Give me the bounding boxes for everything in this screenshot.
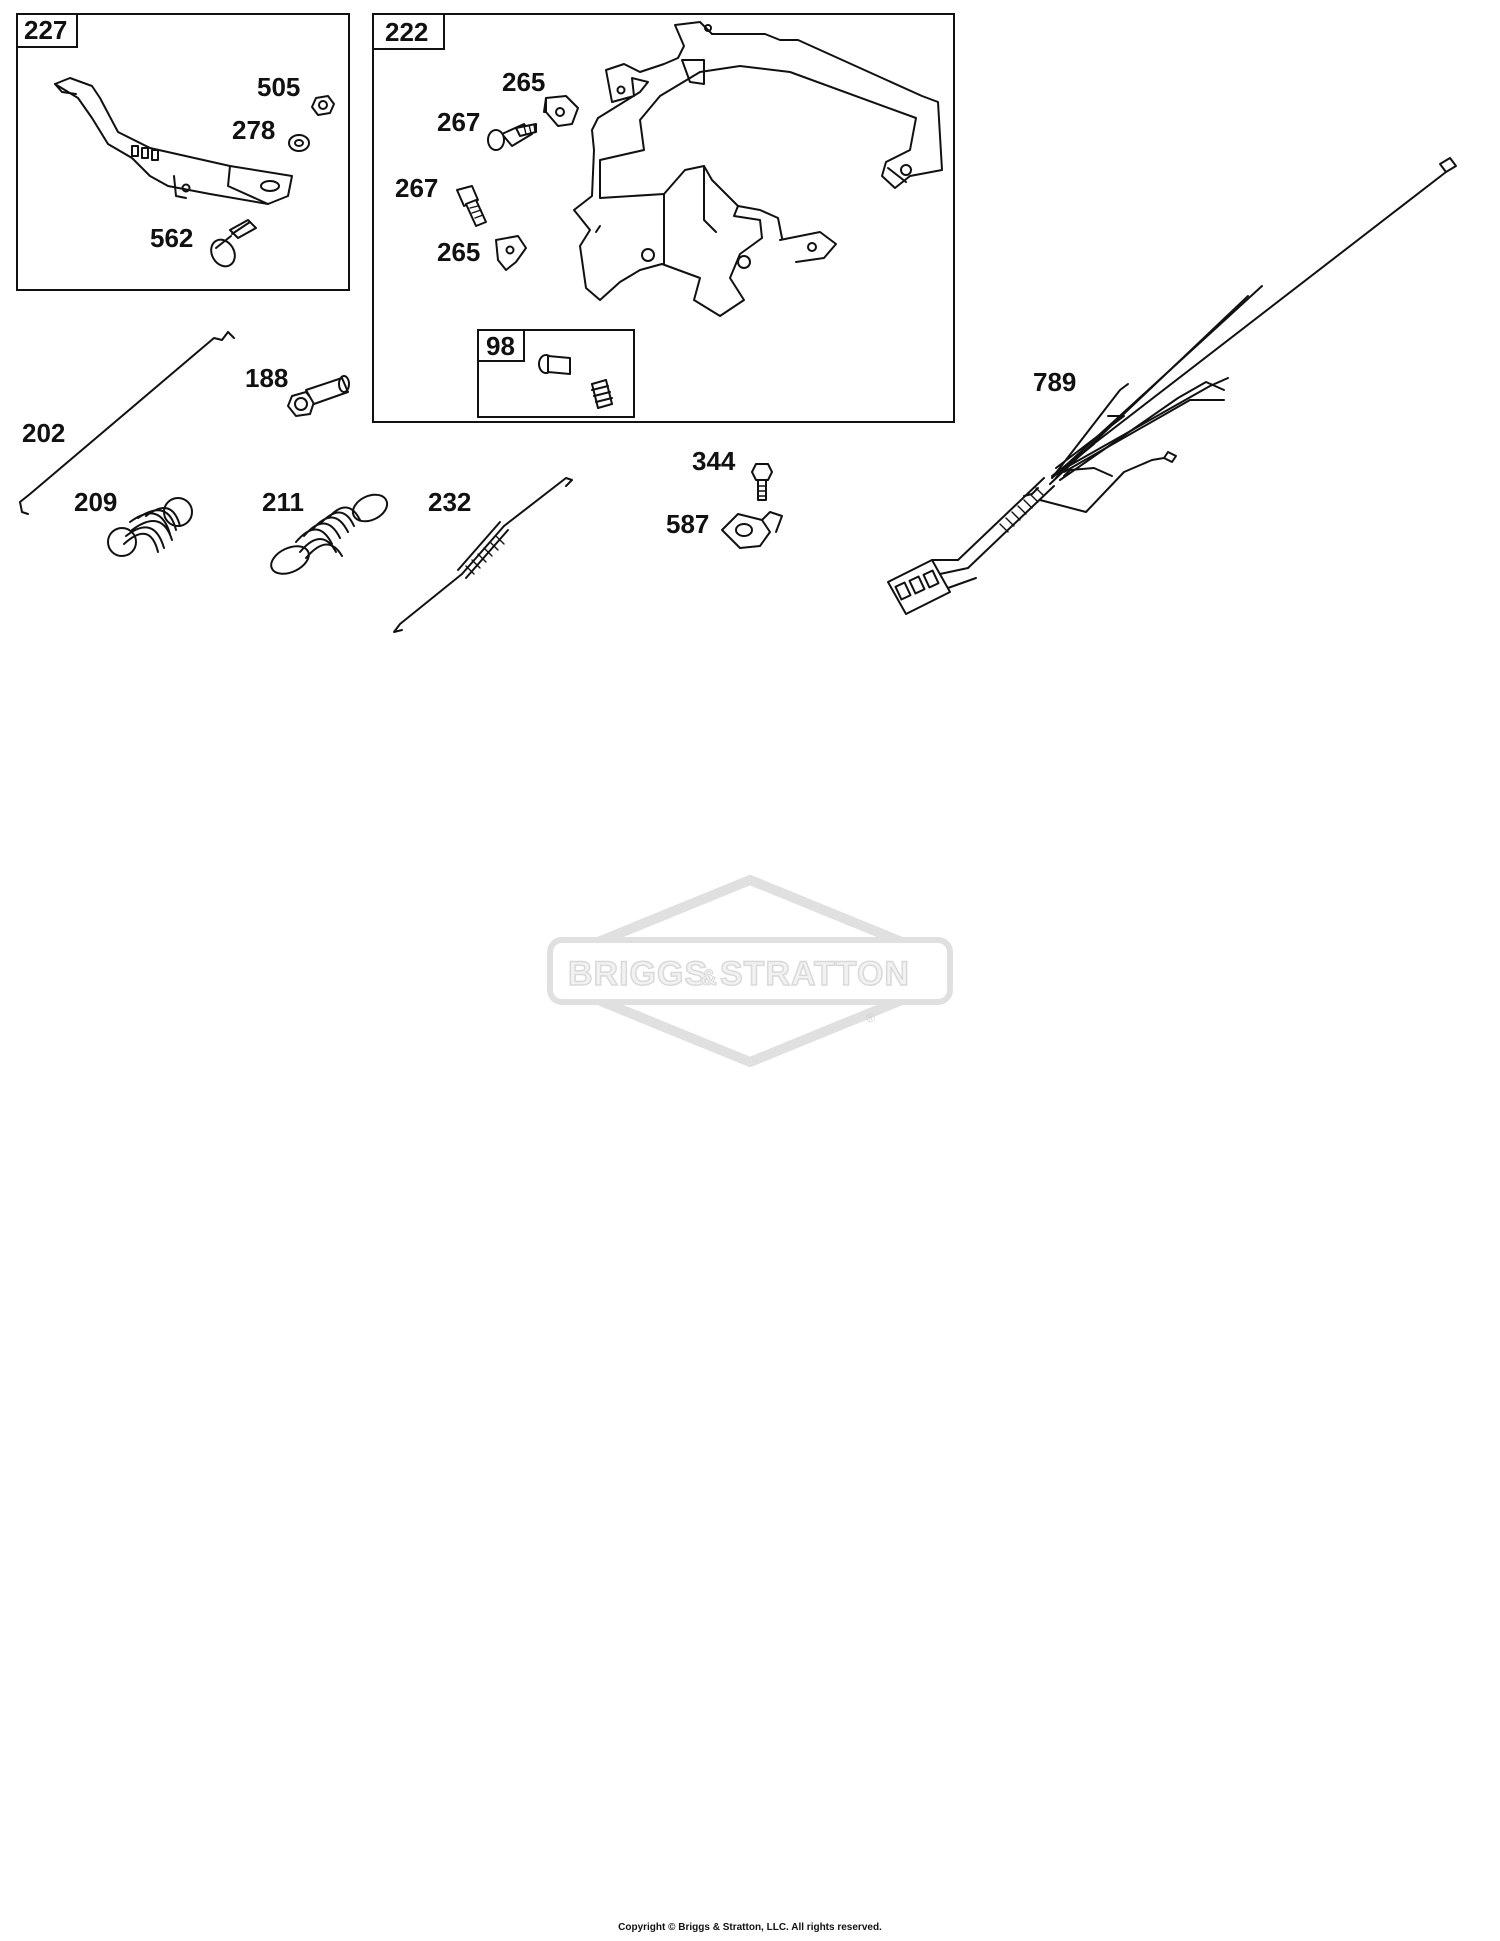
spring-part-209	[107, 497, 193, 557]
callout-344: 344	[692, 446, 736, 476]
washer-part	[288, 134, 310, 152]
clip-part-lower	[495, 235, 527, 271]
box-98-label: 98	[486, 331, 515, 361]
group-222: 222	[372, 13, 955, 423]
watermark-brand-left: BRIGGS	[568, 955, 708, 993]
brand-watermark: BRIGGS & STRATTON ®	[547, 874, 953, 1068]
watermark-brand-right: STRATTON	[720, 955, 910, 993]
callout-209: 209	[74, 487, 117, 517]
callout-232: 232	[428, 487, 471, 517]
watermark-bar	[547, 937, 953, 1005]
callout-562: 562	[150, 223, 193, 253]
box-227-tag	[16, 13, 78, 48]
cable-clamp-part	[721, 511, 783, 549]
callout-265-lower: 265	[437, 237, 480, 267]
spring-part-232	[393, 477, 573, 633]
screw-part-top	[487, 123, 537, 151]
box-222-frame	[372, 13, 955, 423]
callout-267-top: 267	[437, 107, 480, 137]
clip-part-top	[543, 95, 579, 127]
callout-188: 188	[245, 363, 288, 393]
box-98-tag	[477, 329, 525, 362]
spring-part-98	[591, 379, 613, 409]
control-bracket-part	[573, 21, 943, 317]
watermark-brand-amp: &	[701, 965, 717, 990]
shoulder-screw-part	[287, 375, 350, 417]
wire-harness-part	[887, 157, 1457, 615]
callout-211: 211	[262, 487, 304, 517]
callout-202: 202	[22, 418, 65, 448]
watermark-registered-mark: ®	[866, 1011, 875, 1025]
group-98: 98	[477, 329, 635, 418]
group-227: 227 505 278 56	[16, 13, 350, 291]
callout-789: 789	[1033, 367, 1076, 397]
callout-278: 278	[232, 115, 275, 145]
bolt-part-344	[751, 463, 773, 501]
governor-rod-part	[19, 331, 235, 515]
callout-265-top: 265	[502, 67, 545, 97]
box-222-tag	[372, 13, 445, 50]
copyright-notice: Copyright © Briggs & Stratton, LLC. All …	[618, 1922, 882, 1933]
callout-505: 505	[257, 72, 300, 102]
box-227-label: 227	[24, 15, 67, 45]
lever-part	[54, 77, 293, 205]
pin-part	[210, 219, 257, 268]
box-222-label: 222	[385, 17, 428, 47]
box-98-frame	[477, 329, 635, 418]
callout-267-lower: 267	[395, 173, 438, 203]
screw-part-lower	[456, 185, 487, 227]
box-227-frame	[16, 13, 350, 291]
callout-587: 587	[666, 509, 709, 539]
spring-part-211	[270, 493, 389, 575]
nut-part	[311, 95, 335, 116]
pin-part-98	[538, 354, 571, 375]
